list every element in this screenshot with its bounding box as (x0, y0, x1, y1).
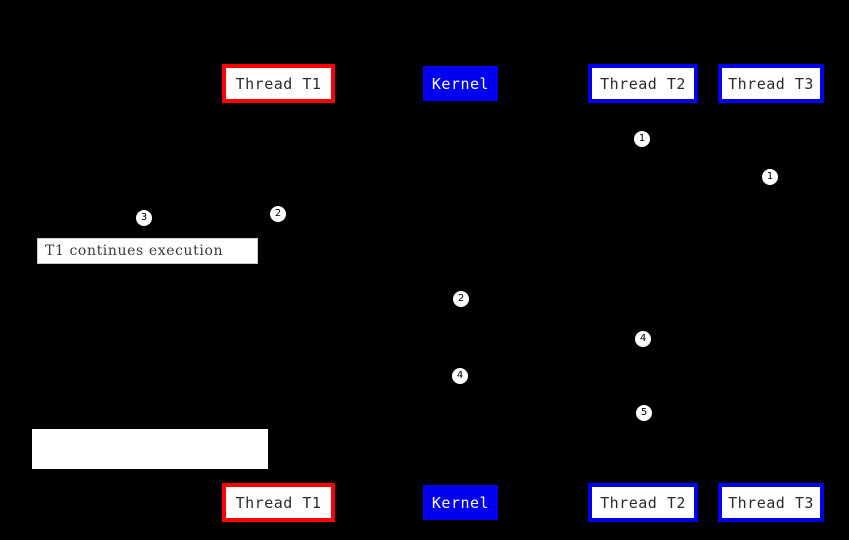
step-badge-1: 1 (634, 131, 650, 147)
message-line-4 (278, 299, 460, 300)
step-badge-3-label: 3 (140, 212, 148, 223)
message-line-2 (460, 177, 771, 178)
step-badge-1-label: 1 (638, 133, 646, 144)
lifeline-head-t3[interactable]: Thread T3 (718, 64, 824, 103)
step-badge-8: 5 (636, 405, 652, 421)
lifeline-t1 (278, 103, 279, 483)
message-line-3 (278, 214, 460, 215)
lifeline-head-kernel-label: Kernel (431, 74, 490, 93)
note-t1-continues-execution-text: T1 continues execution (45, 243, 224, 259)
lifeline-t3 (771, 103, 772, 483)
lifeline-foot-t3-label: Thread T3 (728, 493, 814, 512)
lifeline-notch-t2-foot (642, 479, 645, 482)
step-badge-2: 1 (762, 169, 778, 185)
lifeline-foot-kernel-label: Kernel (431, 493, 490, 512)
lifeline-notch-t3-foot (770, 479, 773, 482)
lifeline-head-t3-label: Thread T3 (728, 74, 814, 93)
note-t1-continues-execution: T1 continues execution (37, 238, 258, 264)
lifeline-head-t1-label: Thread T1 (235, 74, 322, 93)
step-badge-5: 2 (453, 291, 469, 307)
lifeline-foot-t1[interactable]: Thread T1 (222, 483, 335, 522)
step-badge-7-label: 4 (456, 370, 464, 381)
lifeline-foot-kernel[interactable]: Kernel (423, 485, 498, 520)
message-line-6 (278, 376, 460, 377)
message-line-5 (460, 339, 643, 340)
step-badge-4: 2 (270, 206, 286, 222)
step-badge-5-label: 2 (457, 293, 465, 304)
message-line-1 (460, 139, 643, 140)
message-line-7 (460, 413, 643, 414)
note-blank (32, 429, 268, 469)
step-badge-6-label: 4 (639, 333, 647, 344)
lifeline-head-t1[interactable]: Thread T1 (222, 64, 335, 103)
lifeline-foot-t1-label: Thread T1 (235, 493, 322, 512)
step-badge-4-label: 2 (274, 208, 282, 219)
step-badge-6: 4 (635, 331, 651, 347)
lifeline-t2 (643, 103, 644, 483)
step-badge-3: 3 (136, 210, 152, 226)
lifeline-notch-t1-foot (277, 479, 280, 482)
lifeline-head-t2-label: Thread T2 (600, 74, 686, 93)
lifeline-head-kernel[interactable]: Kernel (423, 66, 498, 101)
lifeline-head-t2[interactable]: Thread T2 (588, 64, 698, 103)
step-badge-8-label: 5 (640, 407, 648, 418)
lifeline-foot-t2-label: Thread T2 (600, 493, 686, 512)
lifeline-foot-t2[interactable]: Thread T2 (588, 483, 698, 522)
step-badge-7: 4 (452, 368, 468, 384)
step-badge-2-label: 1 (766, 171, 774, 182)
lifeline-foot-t3[interactable]: Thread T3 (718, 483, 824, 522)
